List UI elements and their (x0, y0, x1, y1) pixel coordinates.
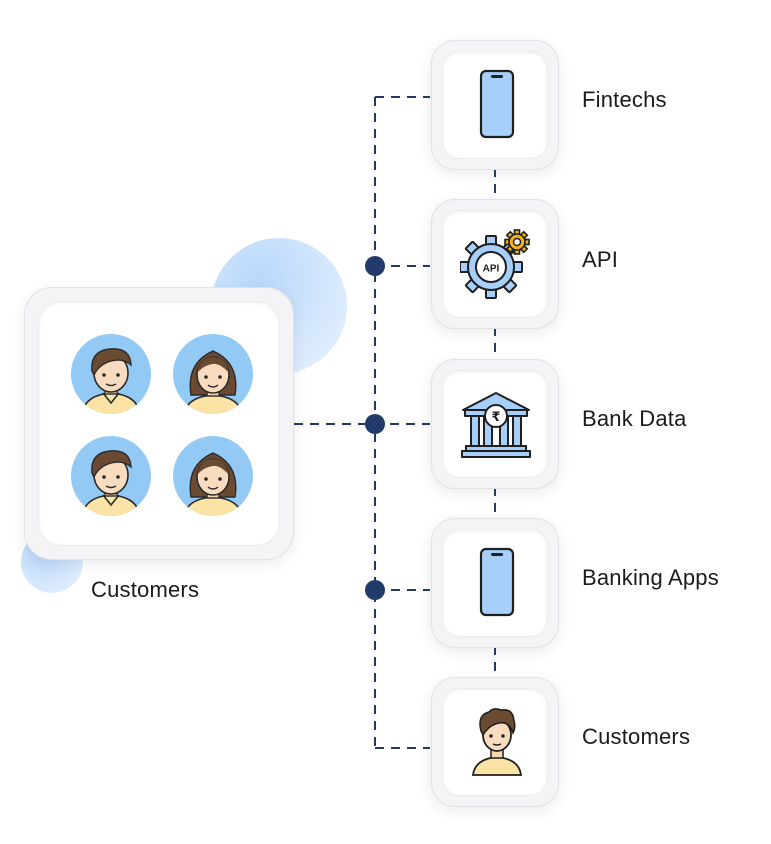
node-customers (431, 677, 559, 807)
api-gear-icon: API (460, 228, 532, 300)
smartphone-icon (479, 69, 515, 139)
node-fintechs (431, 40, 559, 170)
node-label: API (582, 247, 619, 272)
svg-text:API: API (483, 264, 500, 275)
customer-avatar-icon (469, 705, 525, 777)
female-customer-avatar-icon (172, 333, 254, 415)
customers-group-card (24, 287, 294, 560)
node-label: Fintechs (582, 87, 667, 112)
node-label: Banking Apps (582, 565, 719, 590)
junction-dot-api (365, 256, 385, 276)
source-label: Customers (91, 577, 200, 602)
male-customer-avatar-icon (70, 333, 152, 415)
male-customer-avatar-icon (70, 435, 152, 517)
node-bank-data: ₹ (431, 359, 559, 489)
node-label: Customers (582, 724, 691, 749)
svg-text:₹: ₹ (491, 410, 500, 425)
node-api: API (431, 199, 559, 329)
node-label: Bank Data (582, 406, 687, 431)
female-customer-avatar-icon (172, 435, 254, 517)
bank-rupee-icon: ₹ (460, 390, 532, 460)
smartphone-icon (479, 547, 515, 617)
junction-dot-banking-apps (365, 580, 385, 600)
junction-dot-bank-data (365, 414, 385, 434)
node-banking-apps (431, 518, 559, 648)
